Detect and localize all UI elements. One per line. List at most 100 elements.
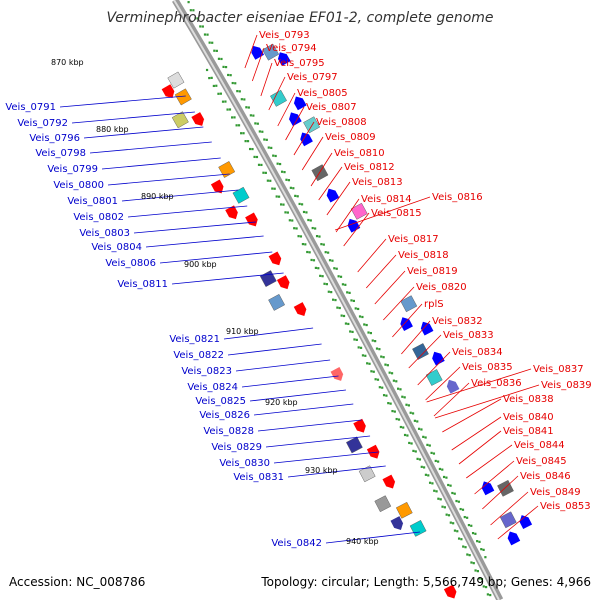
tick-dot bbox=[279, 203, 283, 206]
tick-dot bbox=[197, 17, 200, 20]
tick-dot bbox=[361, 315, 364, 319]
gene-label-forward: Veis_0810 bbox=[334, 148, 385, 159]
tick-dot bbox=[262, 171, 265, 174]
tick-dot bbox=[489, 593, 492, 597]
tick-dot bbox=[431, 482, 434, 485]
tick-dot bbox=[291, 219, 294, 222]
label-leader bbox=[434, 384, 540, 419]
tick-dot bbox=[378, 386, 381, 389]
tick-dot bbox=[243, 98, 246, 101]
tick-dot bbox=[353, 338, 356, 341]
tick-dot bbox=[335, 267, 338, 270]
gene-block bbox=[425, 369, 443, 386]
tick-dot bbox=[399, 425, 402, 429]
gene-block bbox=[374, 495, 392, 513]
gene-block bbox=[412, 343, 429, 360]
label-leader bbox=[318, 166, 343, 201]
tick-dot bbox=[310, 258, 313, 262]
tick-dot bbox=[443, 506, 446, 509]
gene-arrow bbox=[225, 205, 238, 220]
tick-dot bbox=[292, 187, 295, 190]
tick-dot bbox=[298, 202, 301, 206]
tick-dot bbox=[189, 9, 192, 12]
gene-label-forward: rplS bbox=[424, 299, 444, 310]
label-leader bbox=[417, 351, 451, 386]
tick-dot bbox=[187, 1, 190, 4]
tick-dot bbox=[307, 218, 310, 222]
tick-dot bbox=[244, 140, 247, 143]
tick-dot bbox=[428, 444, 431, 447]
label-leader bbox=[334, 196, 431, 231]
tick-dot bbox=[416, 457, 419, 460]
tick-dot bbox=[464, 546, 467, 549]
tick-dot bbox=[317, 267, 320, 270]
gene-label-forward: Veis_0812 bbox=[344, 162, 395, 173]
tick-dot bbox=[260, 163, 263, 167]
gene-label-forward: Veis_0845 bbox=[516, 456, 567, 467]
tick-dot bbox=[264, 171, 267, 174]
gene-label-forward: Veis_0805 bbox=[297, 88, 348, 99]
tick-dot bbox=[336, 306, 339, 309]
gene-label-forward: Veis_0818 bbox=[398, 250, 449, 261]
label-leader bbox=[145, 235, 264, 248]
gene-label-reverse: Veis_0842 bbox=[271, 538, 322, 549]
gene-label-forward: Veis_0835 bbox=[462, 362, 513, 373]
gene-block bbox=[346, 436, 363, 454]
tick-dot bbox=[470, 561, 473, 564]
gene-label-forward: Veis_0849 bbox=[530, 487, 581, 498]
tick-dot bbox=[322, 243, 325, 246]
tick-dot bbox=[427, 474, 430, 477]
gene-arrow bbox=[446, 379, 460, 394]
tick-dot bbox=[371, 339, 374, 342]
tick-dot bbox=[447, 483, 450, 487]
tick-dot bbox=[438, 467, 442, 471]
gene-label-forward: Veis_0817 bbox=[388, 234, 439, 245]
tick-dot bbox=[407, 404, 410, 407]
gene-label-reverse: Veis_0826 bbox=[199, 410, 250, 421]
tick-dot bbox=[224, 65, 228, 69]
label-leader bbox=[89, 141, 212, 154]
tick-dot bbox=[409, 411, 412, 414]
gene-label-forward: Veis_0833 bbox=[443, 330, 494, 341]
gene-arrow bbox=[276, 275, 290, 290]
tick-dot bbox=[211, 41, 214, 44]
tick-dot bbox=[402, 426, 405, 429]
tick-dot bbox=[217, 92, 220, 95]
tick-dot bbox=[331, 259, 334, 262]
tick-dot bbox=[286, 211, 289, 214]
tick-dot bbox=[231, 81, 234, 85]
gene-block bbox=[232, 186, 250, 204]
tick-dot bbox=[220, 57, 223, 61]
tick-dot bbox=[280, 170, 284, 173]
tick-dot bbox=[235, 124, 238, 127]
gene-label-reverse: Veis_0803 bbox=[79, 228, 130, 239]
tick-dot bbox=[340, 314, 343, 317]
tick-dot bbox=[478, 540, 481, 543]
label-leader bbox=[451, 416, 502, 451]
tick-dot bbox=[466, 553, 469, 556]
tick-dot bbox=[386, 364, 389, 367]
gene-block bbox=[270, 89, 287, 107]
label-leader bbox=[285, 106, 305, 141]
tick-dot bbox=[203, 33, 207, 36]
label-leader bbox=[71, 111, 195, 124]
tick-dot bbox=[412, 449, 415, 453]
gene-label-forward: Veis_0834 bbox=[452, 347, 503, 358]
tick-dot bbox=[246, 140, 250, 143]
tick-dot bbox=[208, 76, 211, 80]
tick-dot bbox=[254, 122, 257, 125]
label-leader bbox=[241, 375, 339, 388]
label-leader bbox=[273, 451, 379, 464]
label-leader bbox=[310, 152, 333, 187]
tick-dot bbox=[374, 378, 377, 381]
label-leader bbox=[301, 136, 324, 171]
tick-dot bbox=[384, 363, 387, 366]
tick-dot bbox=[327, 251, 330, 254]
tick-dot bbox=[391, 409, 394, 413]
tick-dot bbox=[480, 548, 483, 551]
tick-dot bbox=[410, 442, 413, 445]
gene-arrow bbox=[289, 112, 302, 127]
tick-dot bbox=[301, 242, 305, 246]
label-leader bbox=[268, 76, 286, 111]
tick-dot bbox=[420, 428, 423, 431]
